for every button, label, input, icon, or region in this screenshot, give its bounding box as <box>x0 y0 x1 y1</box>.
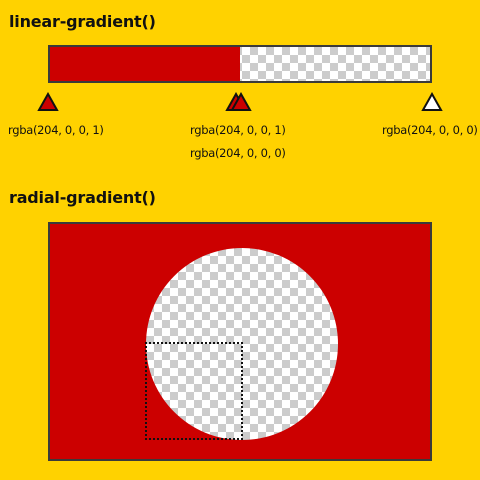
color-stop-marker-middle-opaque[interactable] <box>230 92 252 112</box>
radial-gradient-title: radial-gradient() <box>9 188 156 207</box>
stop-label-start: rgba(204, 0, 0, 1) <box>8 123 104 137</box>
stop-label-middle-transparent: rgba(204, 0, 0, 0) <box>190 146 286 160</box>
stop-label-end: rgba(204, 0, 0, 0) <box>382 123 478 137</box>
stop-label-middle-opaque: rgba(204, 0, 0, 1) <box>190 123 286 137</box>
radial-gradient-box <box>48 222 432 461</box>
color-stop-marker-end[interactable] <box>421 92 443 112</box>
color-stop-marker-start[interactable] <box>37 92 59 112</box>
linear-gradient-bar <box>48 45 432 83</box>
radial-gradient-reference-box <box>145 342 243 440</box>
linear-gradient-opaque-segment <box>50 47 240 81</box>
linear-gradient-title: linear-gradient() <box>9 12 156 31</box>
